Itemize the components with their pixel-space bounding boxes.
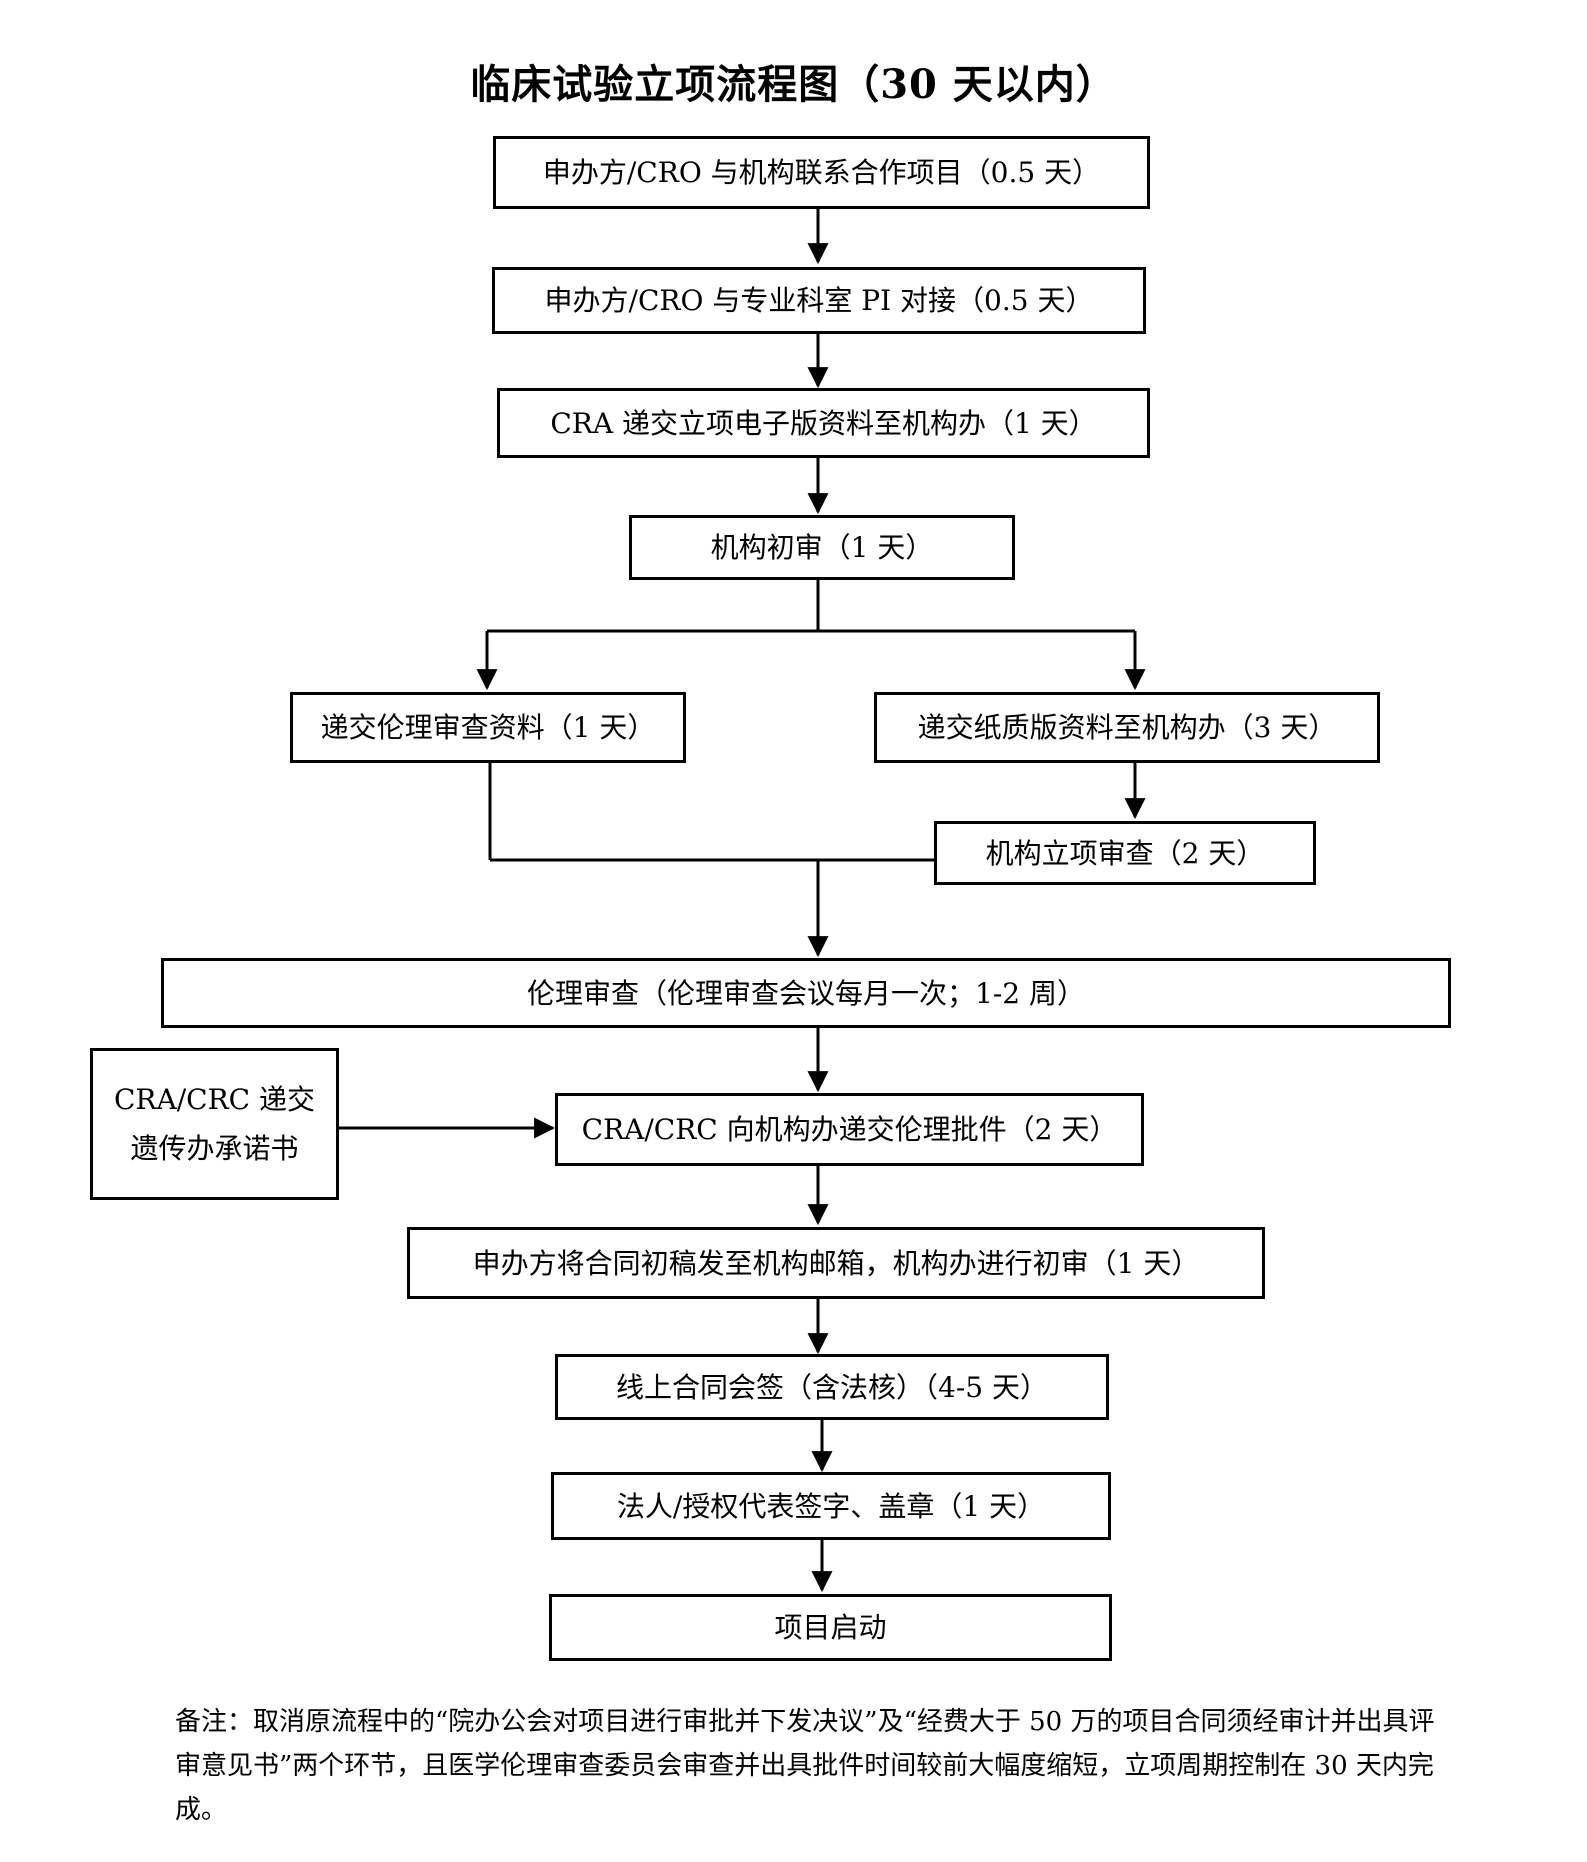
- step-legal-signature-seal: 法人/授权代表签字、盖章（1 天）: [551, 1472, 1111, 1540]
- step-project-start: 项目启动: [549, 1594, 1112, 1661]
- step-project-approval-review: 机构立项审查（2 天）: [934, 821, 1316, 885]
- side-box-line-2: 遗传办承诺书: [130, 1132, 299, 1165]
- side-box-genetics-commitment: CRA/CRC 递交 遗传办承诺书: [90, 1048, 339, 1200]
- step-initial-review: 机构初审（1 天）: [629, 515, 1015, 580]
- step-contact-cooperation: 申办方/CRO 与机构联系合作项目（0.5 天）: [493, 136, 1150, 209]
- step-pi-docking: 申办方/CRO 与专业科室 PI 对接（0.5 天）: [492, 267, 1146, 334]
- step-ethics-review: 伦理审查（伦理审查会议每月一次；1-2 周）: [161, 958, 1451, 1028]
- step-online-contract-signing: 线上合同会签（含法核）（4-5 天）: [555, 1354, 1109, 1420]
- page-title: 临床试验立项流程图（30 天以内）: [470, 61, 1117, 108]
- footnote: 备注：取消原流程中的“院办公会对项目进行审批并下发决议”及“经费大于 50 万的…: [175, 1707, 1435, 1825]
- step-submit-ethics-docs: 递交伦理审查资料（1 天）: [290, 692, 686, 763]
- step-submit-ethics-approval: CRA/CRC 向机构办递交伦理批件（2 天）: [555, 1093, 1144, 1166]
- step-submit-electronic-docs: CRA 递交立项电子版资料至机构办（1 天）: [497, 388, 1150, 458]
- side-box-line-1: CRA/CRC 递交: [114, 1083, 315, 1116]
- step-submit-paper-docs: 递交纸质版资料至机构办（3 天）: [874, 692, 1380, 763]
- step-contract-draft-review: 申办方将合同初稿发至机构邮箱，机构办进行初审（1 天）: [407, 1227, 1265, 1299]
